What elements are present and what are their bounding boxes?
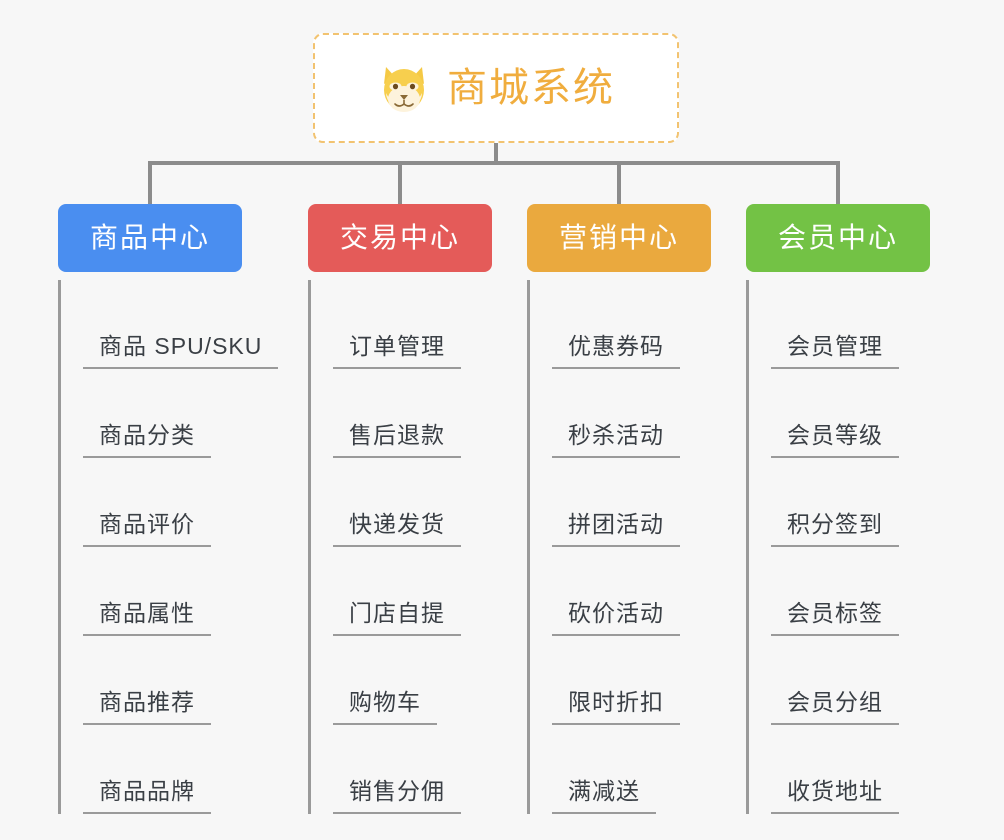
leaf-label: 销售分佣 (333, 778, 461, 814)
leaf-label: 商品 SPU/SKU (83, 333, 279, 369)
leaf-label: 会员分组 (771, 689, 899, 725)
leaf-label: 会员标签 (771, 600, 899, 636)
list-item[interactable]: 优惠券码 (552, 280, 711, 369)
leaf-list-3: 优惠券码秒杀活动拼团活动砍价活动限时折扣满减送 (527, 280, 711, 814)
connector-drop-1 (148, 161, 152, 204)
list-item[interactable]: 商品品牌 (83, 725, 242, 814)
list-item[interactable]: 满减送 (552, 725, 711, 814)
list-item[interactable]: 售后退款 (333, 369, 492, 458)
leaf-label: 限时折扣 (552, 689, 680, 725)
leaf-label: 售后退款 (333, 422, 461, 458)
leaf-label: 拼团活动 (552, 511, 680, 547)
list-item[interactable]: 商品评价 (83, 458, 242, 547)
leaf-label: 商品分类 (83, 422, 211, 458)
branch-column-2: 交易中心订单管理售后退款快递发货门店自提购物车销售分佣 (308, 204, 492, 814)
list-item[interactable]: 拼团活动 (552, 458, 711, 547)
list-item[interactable]: 限时折扣 (552, 636, 711, 725)
category-header-2[interactable]: 交易中心 (308, 204, 492, 272)
connector-drop-3 (617, 161, 621, 204)
list-item[interactable]: 销售分佣 (333, 725, 492, 814)
branch-column-1: 商品中心商品 SPU/SKU 商品分类商品评价商品属性商品推荐商品品牌 (58, 204, 279, 814)
category-header-1[interactable]: 商品中心 (58, 204, 242, 272)
branch-column-4: 会员中心会员管理会员等级积分签到会员标签会员分组收货地址 (746, 204, 930, 814)
leaf-label: 秒杀活动 (552, 422, 680, 458)
category-header-4[interactable]: 会员中心 (746, 204, 930, 272)
list-item[interactable]: 商品属性 (83, 547, 242, 636)
list-item[interactable]: 门店自提 (333, 547, 492, 636)
leaf-label: 商品品牌 (83, 778, 211, 814)
leaf-label: 商品推荐 (83, 689, 211, 725)
list-item[interactable]: 快递发货 (333, 458, 492, 547)
shiba-dog-emoji (377, 63, 431, 113)
leaf-label: 会员等级 (771, 422, 899, 458)
list-item[interactable]: 秒杀活动 (552, 369, 711, 458)
list-item[interactable]: 购物车 (333, 636, 492, 725)
connector-drop-4 (836, 161, 840, 204)
leaf-label: 快递发货 (333, 511, 461, 547)
root-node[interactable]: 商城系统 (313, 33, 679, 143)
connector-drop-2 (398, 161, 402, 204)
list-item[interactable]: 会员管理 (771, 280, 930, 369)
leaf-label: 满减送 (552, 778, 656, 814)
leaf-label: 商品属性 (83, 600, 211, 636)
list-item[interactable]: 订单管理 (333, 280, 492, 369)
leaf-label: 购物车 (333, 689, 437, 725)
leaf-label: 会员管理 (771, 333, 899, 369)
list-item[interactable]: 会员标签 (771, 547, 930, 636)
leaf-label: 收货地址 (771, 778, 899, 814)
list-item[interactable]: 收货地址 (771, 725, 930, 814)
connector-root-stem (494, 143, 498, 164)
leaf-label: 优惠券码 (552, 333, 680, 369)
list-item[interactable]: 商品 SPU/SKU (83, 280, 279, 369)
list-item[interactable]: 会员等级 (771, 369, 930, 458)
list-item[interactable]: 会员分组 (771, 636, 930, 725)
list-item[interactable]: 砍价活动 (552, 547, 711, 636)
leaf-label: 商品评价 (83, 511, 211, 547)
leaf-label: 订单管理 (333, 333, 461, 369)
list-item[interactable]: 商品推荐 (83, 636, 242, 725)
list-item[interactable]: 商品分类 (83, 369, 242, 458)
leaf-list-1: 商品 SPU/SKU 商品分类商品评价商品属性商品推荐商品品牌 (58, 280, 279, 814)
category-header-3[interactable]: 营销中心 (527, 204, 711, 272)
leaf-list-2: 订单管理售后退款快递发货门店自提购物车销售分佣 (308, 280, 492, 814)
branch-column-3: 营销中心优惠券码秒杀活动拼团活动砍价活动限时折扣满减送 (527, 204, 711, 814)
leaf-label: 砍价活动 (552, 600, 680, 636)
list-item[interactable]: 积分签到 (771, 458, 930, 547)
page-title: 商城系统 (447, 66, 615, 110)
leaf-label: 门店自提 (333, 600, 461, 636)
leaf-list-4: 会员管理会员等级积分签到会员标签会员分组收货地址 (746, 280, 930, 814)
leaf-label: 积分签到 (771, 511, 899, 547)
connector-horizontal-bus (150, 161, 840, 165)
